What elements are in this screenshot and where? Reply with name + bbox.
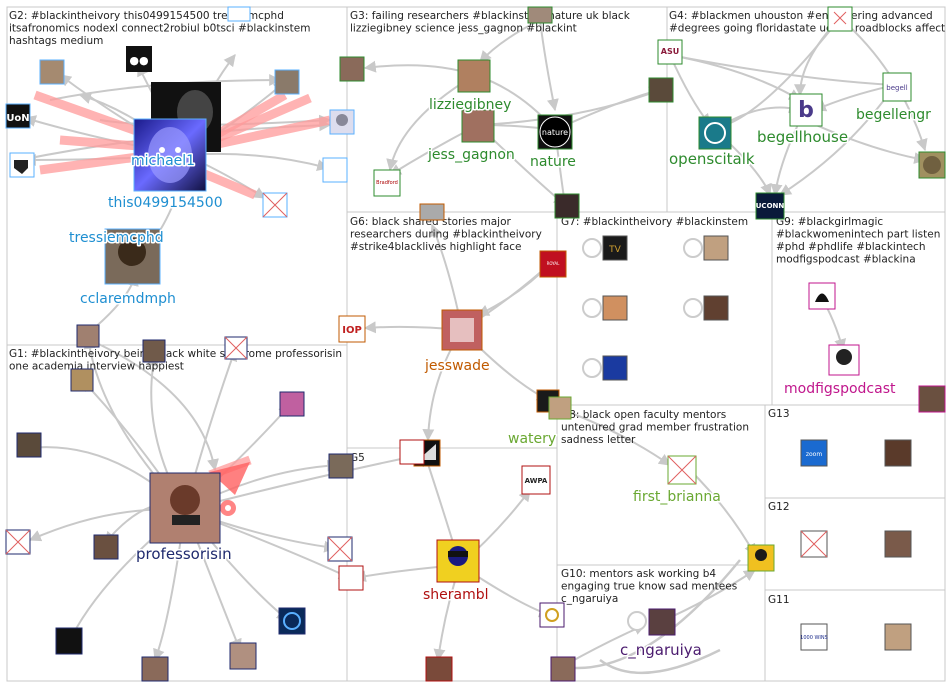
group-label-g3: G3: failing researchers #blackinstem nat… xyxy=(350,10,631,35)
label-sherambl: sherambl xyxy=(423,587,489,603)
asu-logo xyxy=(657,39,683,65)
medium-icon: ●● xyxy=(129,54,148,67)
nature-logo: nature xyxy=(542,128,568,137)
label-first-brianna: first_brianna xyxy=(633,489,721,505)
flag-icon xyxy=(14,160,28,174)
svg-text:begell: begell xyxy=(886,84,907,92)
awpa-logo xyxy=(521,465,551,495)
group-label-g5: G5 xyxy=(350,452,365,464)
label-professorisin: professorisin xyxy=(136,545,232,563)
group-label-g7: G7: #blackintheivory #blackinstem xyxy=(561,216,748,228)
label-this0499154500: this0499154500 xyxy=(108,195,223,211)
begellhouse-logo xyxy=(789,93,823,127)
label-openscitalk: openscitalk xyxy=(669,150,755,168)
label-tressiemcphd: tressiemcphd xyxy=(69,230,164,246)
group-box-g11 xyxy=(764,589,946,682)
jess-gagnon-avatar xyxy=(461,109,495,143)
group-label-g2: G2: #blackintheivory this0499154500 tres… xyxy=(9,10,310,47)
label-jesswade: jesswade xyxy=(424,358,490,374)
begellengr-logo xyxy=(882,72,912,102)
uon-icon: UoN xyxy=(6,113,29,124)
label-itsafronomics: michael1 xyxy=(131,153,195,169)
label-lizziegibney: lizziegibney xyxy=(429,97,511,113)
label-begellengr: begellengr xyxy=(856,107,931,123)
svg-text:TV: TV xyxy=(608,245,621,255)
openscitalk-logo xyxy=(698,116,732,150)
iop-logo xyxy=(338,315,366,343)
svg-text:ROYAL: ROYAL xyxy=(547,261,561,266)
group-labels: G1: #blackintheivory being black white s… xyxy=(9,10,945,606)
uconn-logo xyxy=(755,192,785,220)
label-nature: nature xyxy=(530,154,576,170)
svg-text:Bradford: Bradford xyxy=(376,180,398,186)
royal-society-logo xyxy=(539,250,567,278)
svg-text:ASU: ASU xyxy=(661,47,679,56)
svg-text:1000 WINS: 1000 WINS xyxy=(800,635,828,641)
svg-text:b: b xyxy=(798,98,814,123)
group-label-g1: G1: #blackintheivory being black white s… xyxy=(9,348,342,373)
svg-text:UCONN: UCONN xyxy=(756,202,785,210)
group-box-g12 xyxy=(764,497,946,591)
group-box-g13 xyxy=(764,404,946,499)
lizziegibney-avatar xyxy=(457,59,491,93)
group-label-g13: G13 xyxy=(768,408,790,420)
pittsburgh-logo xyxy=(373,169,401,197)
edge-c-ngaruiya-loop xyxy=(574,559,741,670)
group-label-g4: G4: #blackmen uhouston #engineering adva… xyxy=(669,10,945,35)
group-label-g12: G12 xyxy=(768,501,790,513)
node-labels: michael1 this0499154500 tressiemcphd ccl… xyxy=(68,96,933,662)
label-modfigspodcast: modfigspodcast xyxy=(784,381,896,397)
svg-text:AWPA: AWPA xyxy=(525,477,548,485)
group-label-g9: G9: #blackgirlmagic#blackwomenintech par… xyxy=(776,216,940,266)
label-watery: watery xyxy=(508,431,556,447)
label-c-ngaruiya: c_ngaruiya xyxy=(620,641,702,660)
svg-text:IOP: IOP xyxy=(342,325,362,336)
nodes: ●● UoN xyxy=(5,6,946,682)
label-begellhouse: begellhouse xyxy=(757,128,848,146)
group-label-g11: G11 xyxy=(768,594,790,606)
label-jess-gagnon: jess_gagnon xyxy=(427,147,515,163)
zoom-icon: zoom xyxy=(806,451,822,458)
label-cclaremdmph: cclaremdmph xyxy=(80,291,176,307)
